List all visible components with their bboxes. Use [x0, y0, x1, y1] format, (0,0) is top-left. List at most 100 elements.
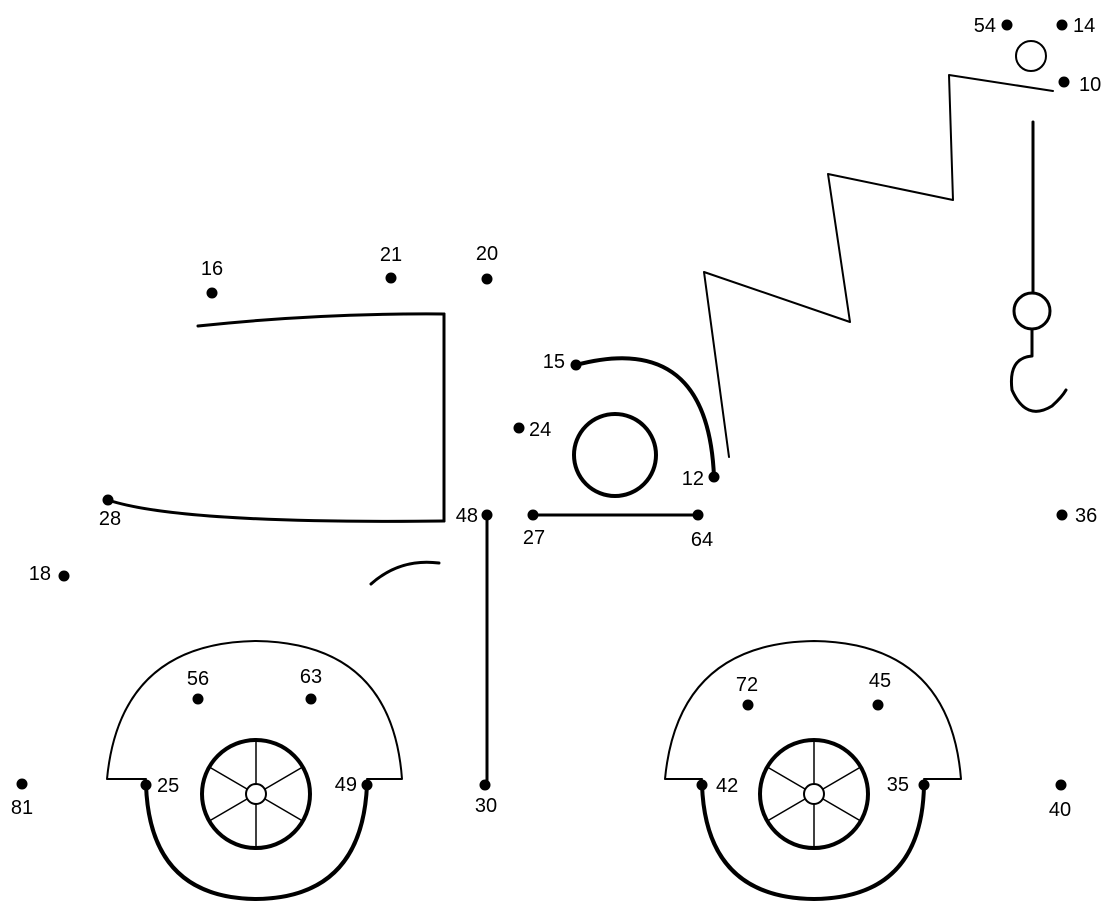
crane-arc: [574, 356, 716, 479]
dot-marker[interactable]: [16, 778, 28, 790]
dot-27[interactable]: 27: [523, 509, 545, 550]
dot-label: 24: [529, 419, 551, 441]
dot-label: 36: [1075, 505, 1097, 527]
dot-49[interactable]: 49: [335, 774, 373, 796]
dot-81[interactable]: 81: [11, 778, 33, 820]
dot-label: 45: [869, 670, 891, 692]
dot-marker[interactable]: [479, 779, 491, 791]
dot-48[interactable]: 48: [456, 505, 493, 527]
hook-ring: [1012, 291, 1052, 331]
dot-marker[interactable]: [708, 471, 720, 483]
dot-marker[interactable]: [1058, 76, 1070, 88]
dot-label: 48: [456, 505, 478, 527]
dot-marker[interactable]: [481, 509, 493, 521]
dot-36[interactable]: 36: [1056, 505, 1098, 527]
dot-label: 49: [335, 774, 357, 796]
dot-marker[interactable]: [385, 272, 397, 284]
dot-marker[interactable]: [361, 779, 373, 791]
dot-label: 14: [1073, 15, 1095, 37]
dot-54[interactable]: 54: [974, 15, 1013, 37]
crane-boom-zigzag: [703, 74, 1054, 458]
dot-marker[interactable]: [1001, 19, 1013, 31]
dot-marker[interactable]: [102, 494, 114, 506]
dot-label: 15: [543, 351, 565, 373]
dot-marker[interactable]: [305, 693, 317, 705]
pulley-circle: [1015, 40, 1047, 72]
dot-marker[interactable]: [742, 699, 754, 711]
dot-15[interactable]: 15: [543, 351, 582, 373]
cab-detail-arc: [369, 560, 441, 586]
dot-marker[interactable]: [570, 359, 582, 371]
dot-label: 21: [380, 244, 402, 266]
dot-label: 35: [887, 774, 909, 796]
dot-14[interactable]: 14: [1056, 15, 1096, 37]
dot-25[interactable]: 25: [140, 775, 180, 797]
cab-bottom-line: [106, 498, 446, 523]
dot-label: 18: [29, 563, 51, 585]
front-fender: [106, 640, 403, 780]
dot-label: 81: [11, 797, 33, 819]
dot-24[interactable]: 24: [513, 419, 552, 441]
dot-marker[interactable]: [140, 779, 152, 791]
dot-18[interactable]: 18: [29, 563, 70, 585]
dot-marker[interactable]: [527, 509, 539, 521]
dot-label: 12: [682, 468, 704, 490]
dot-72[interactable]: 72: [736, 674, 758, 711]
dot-16[interactable]: 16: [201, 258, 223, 299]
dot-marker[interactable]: [206, 287, 218, 299]
dot-label: 56: [187, 668, 209, 690]
dot-marker[interactable]: [696, 779, 708, 791]
dot-marker[interactable]: [58, 570, 70, 582]
winch-drum: [572, 412, 658, 498]
dot-label: 20: [476, 243, 498, 265]
dot-28[interactable]: 28: [99, 494, 121, 531]
dot-20[interactable]: 20: [476, 243, 498, 285]
dot-40[interactable]: 40: [1049, 779, 1071, 822]
front-tire-arc: [144, 783, 369, 901]
tow-hook: [1009, 328, 1068, 413]
dot-35[interactable]: 35: [887, 774, 930, 796]
dot-10[interactable]: 10: [1058, 74, 1102, 96]
dot-marker[interactable]: [872, 699, 884, 711]
dot-label: 16: [201, 258, 223, 280]
front-wheel-spokes: [210, 741, 302, 847]
rear-wheel-hub: [803, 783, 825, 805]
dot-21[interactable]: 21: [380, 244, 402, 284]
dot-marker[interactable]: [513, 422, 525, 434]
dot-label: 72: [736, 674, 758, 696]
dot-label: 64: [691, 529, 713, 551]
dot-label: 63: [300, 666, 322, 688]
dot-label: 25: [157, 775, 179, 797]
dot-marker[interactable]: [192, 693, 204, 705]
dot-marker[interactable]: [1056, 19, 1068, 31]
dot-label: 40: [1049, 799, 1071, 821]
cab-roof-line: [196, 312, 446, 328]
rear-wheel-spokes: [768, 741, 860, 847]
numbered-dots: 54 14 10 16 21 20 15 24 12 28 48 27 64 3…: [11, 15, 1101, 821]
dot-marker[interactable]: [1056, 509, 1068, 521]
dot-56[interactable]: 56: [187, 668, 209, 705]
rear-wheel-rim: [758, 738, 870, 850]
dot-30[interactable]: 30: [475, 779, 497, 818]
dot-63[interactable]: 63: [300, 666, 322, 705]
dot-label: 28: [99, 508, 121, 530]
dot-marker[interactable]: [918, 779, 930, 791]
dot-marker[interactable]: [692, 509, 704, 521]
dot-label: 30: [475, 795, 497, 817]
dot-42[interactable]: 42: [696, 775, 739, 797]
dot-label: 42: [716, 775, 738, 797]
dot-45[interactable]: 45: [869, 670, 891, 711]
dot-marker[interactable]: [1055, 779, 1067, 791]
rear-fender: [664, 640, 962, 780]
rear-tire-arc: [700, 783, 926, 901]
dot-64[interactable]: 64: [691, 509, 713, 552]
dot-marker[interactable]: [481, 273, 493, 285]
tow-truck-outline: [106, 40, 1068, 901]
dot-label: 27: [523, 527, 545, 549]
dot-label: 10: [1079, 74, 1101, 96]
dot-12[interactable]: 12: [682, 468, 720, 490]
dot-label: 54: [974, 15, 996, 37]
front-wheel-rim: [200, 738, 312, 850]
front-wheel-hub: [245, 783, 267, 805]
